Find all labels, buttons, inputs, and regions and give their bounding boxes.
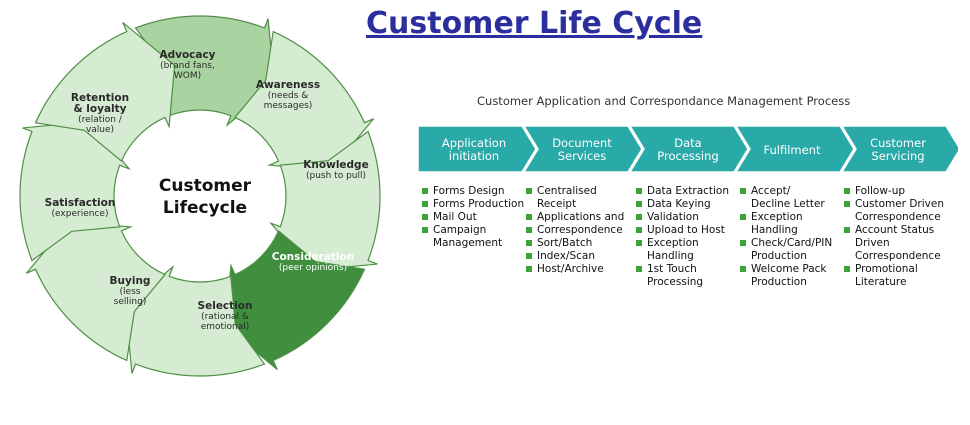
list-item: Data Extraction (636, 185, 741, 198)
stage-label-fulfilment: Fulfilment (763, 143, 821, 157)
list-item: Applications and (526, 211, 631, 224)
list-item: Sort/Batch (526, 237, 631, 250)
process-stage-chevron (734, 126, 855, 173)
list-item: Upload to Host (636, 224, 741, 237)
lifecycle-diagram (19, 15, 381, 377)
process-chevrons (418, 126, 958, 173)
cycle-arrow (234, 30, 375, 172)
stage-list-data: Data Extraction Data Keying Validation U… (636, 185, 741, 289)
segment-consideration: Consideration (peer opinions) (271, 251, 355, 274)
list-item: Follow-up (844, 185, 954, 198)
list-item: Forms Design (422, 185, 527, 198)
list-item: Index/Scan (526, 250, 631, 263)
list-item: Correspondence (526, 224, 631, 237)
segment-retention: Retention & loyalty (relation / value) (70, 92, 130, 136)
cycle-arrow (34, 21, 176, 162)
process-stage-chevron (840, 126, 958, 173)
cycle-arrow (269, 130, 381, 271)
segment-advocacy: Advocacy (brand fans, WOM) (159, 49, 216, 82)
lifecycle-center-label: Customer Lifecycle (158, 176, 252, 218)
cycle-arrow (25, 220, 166, 362)
cycle-arrow (224, 230, 366, 371)
list-item: Forms Production (422, 198, 527, 211)
list-item: Data Keying (636, 198, 741, 211)
list-item: Mail Out (422, 211, 527, 224)
segment-buying: Buying (less selling) (109, 275, 151, 308)
page-title: Customer Life Cycle (366, 6, 703, 41)
list-item: Accept/Decline Letter (740, 185, 845, 211)
list-item: Host/Archive (526, 263, 631, 276)
process-stage-chevron (522, 126, 643, 173)
process-title: Customer Application and Correspondance … (477, 94, 851, 108)
segment-satisfaction: Satisfaction (experience) (44, 197, 116, 220)
segment-awareness: Awareness (needs & messages) (255, 79, 321, 112)
segment-knowledge: Knowledge (push to pull) (303, 159, 369, 182)
list-item: Validation (636, 211, 741, 224)
cycle-arrow (125, 265, 266, 377)
segment-selection: Selection (rational & emotional) (197, 300, 253, 333)
cycle-arrow (19, 121, 131, 262)
process-stage-chevron (418, 126, 537, 173)
process-stage-chevron (628, 126, 749, 173)
stage-list-application: Forms Design Forms Production Mail Out C… (422, 185, 527, 250)
